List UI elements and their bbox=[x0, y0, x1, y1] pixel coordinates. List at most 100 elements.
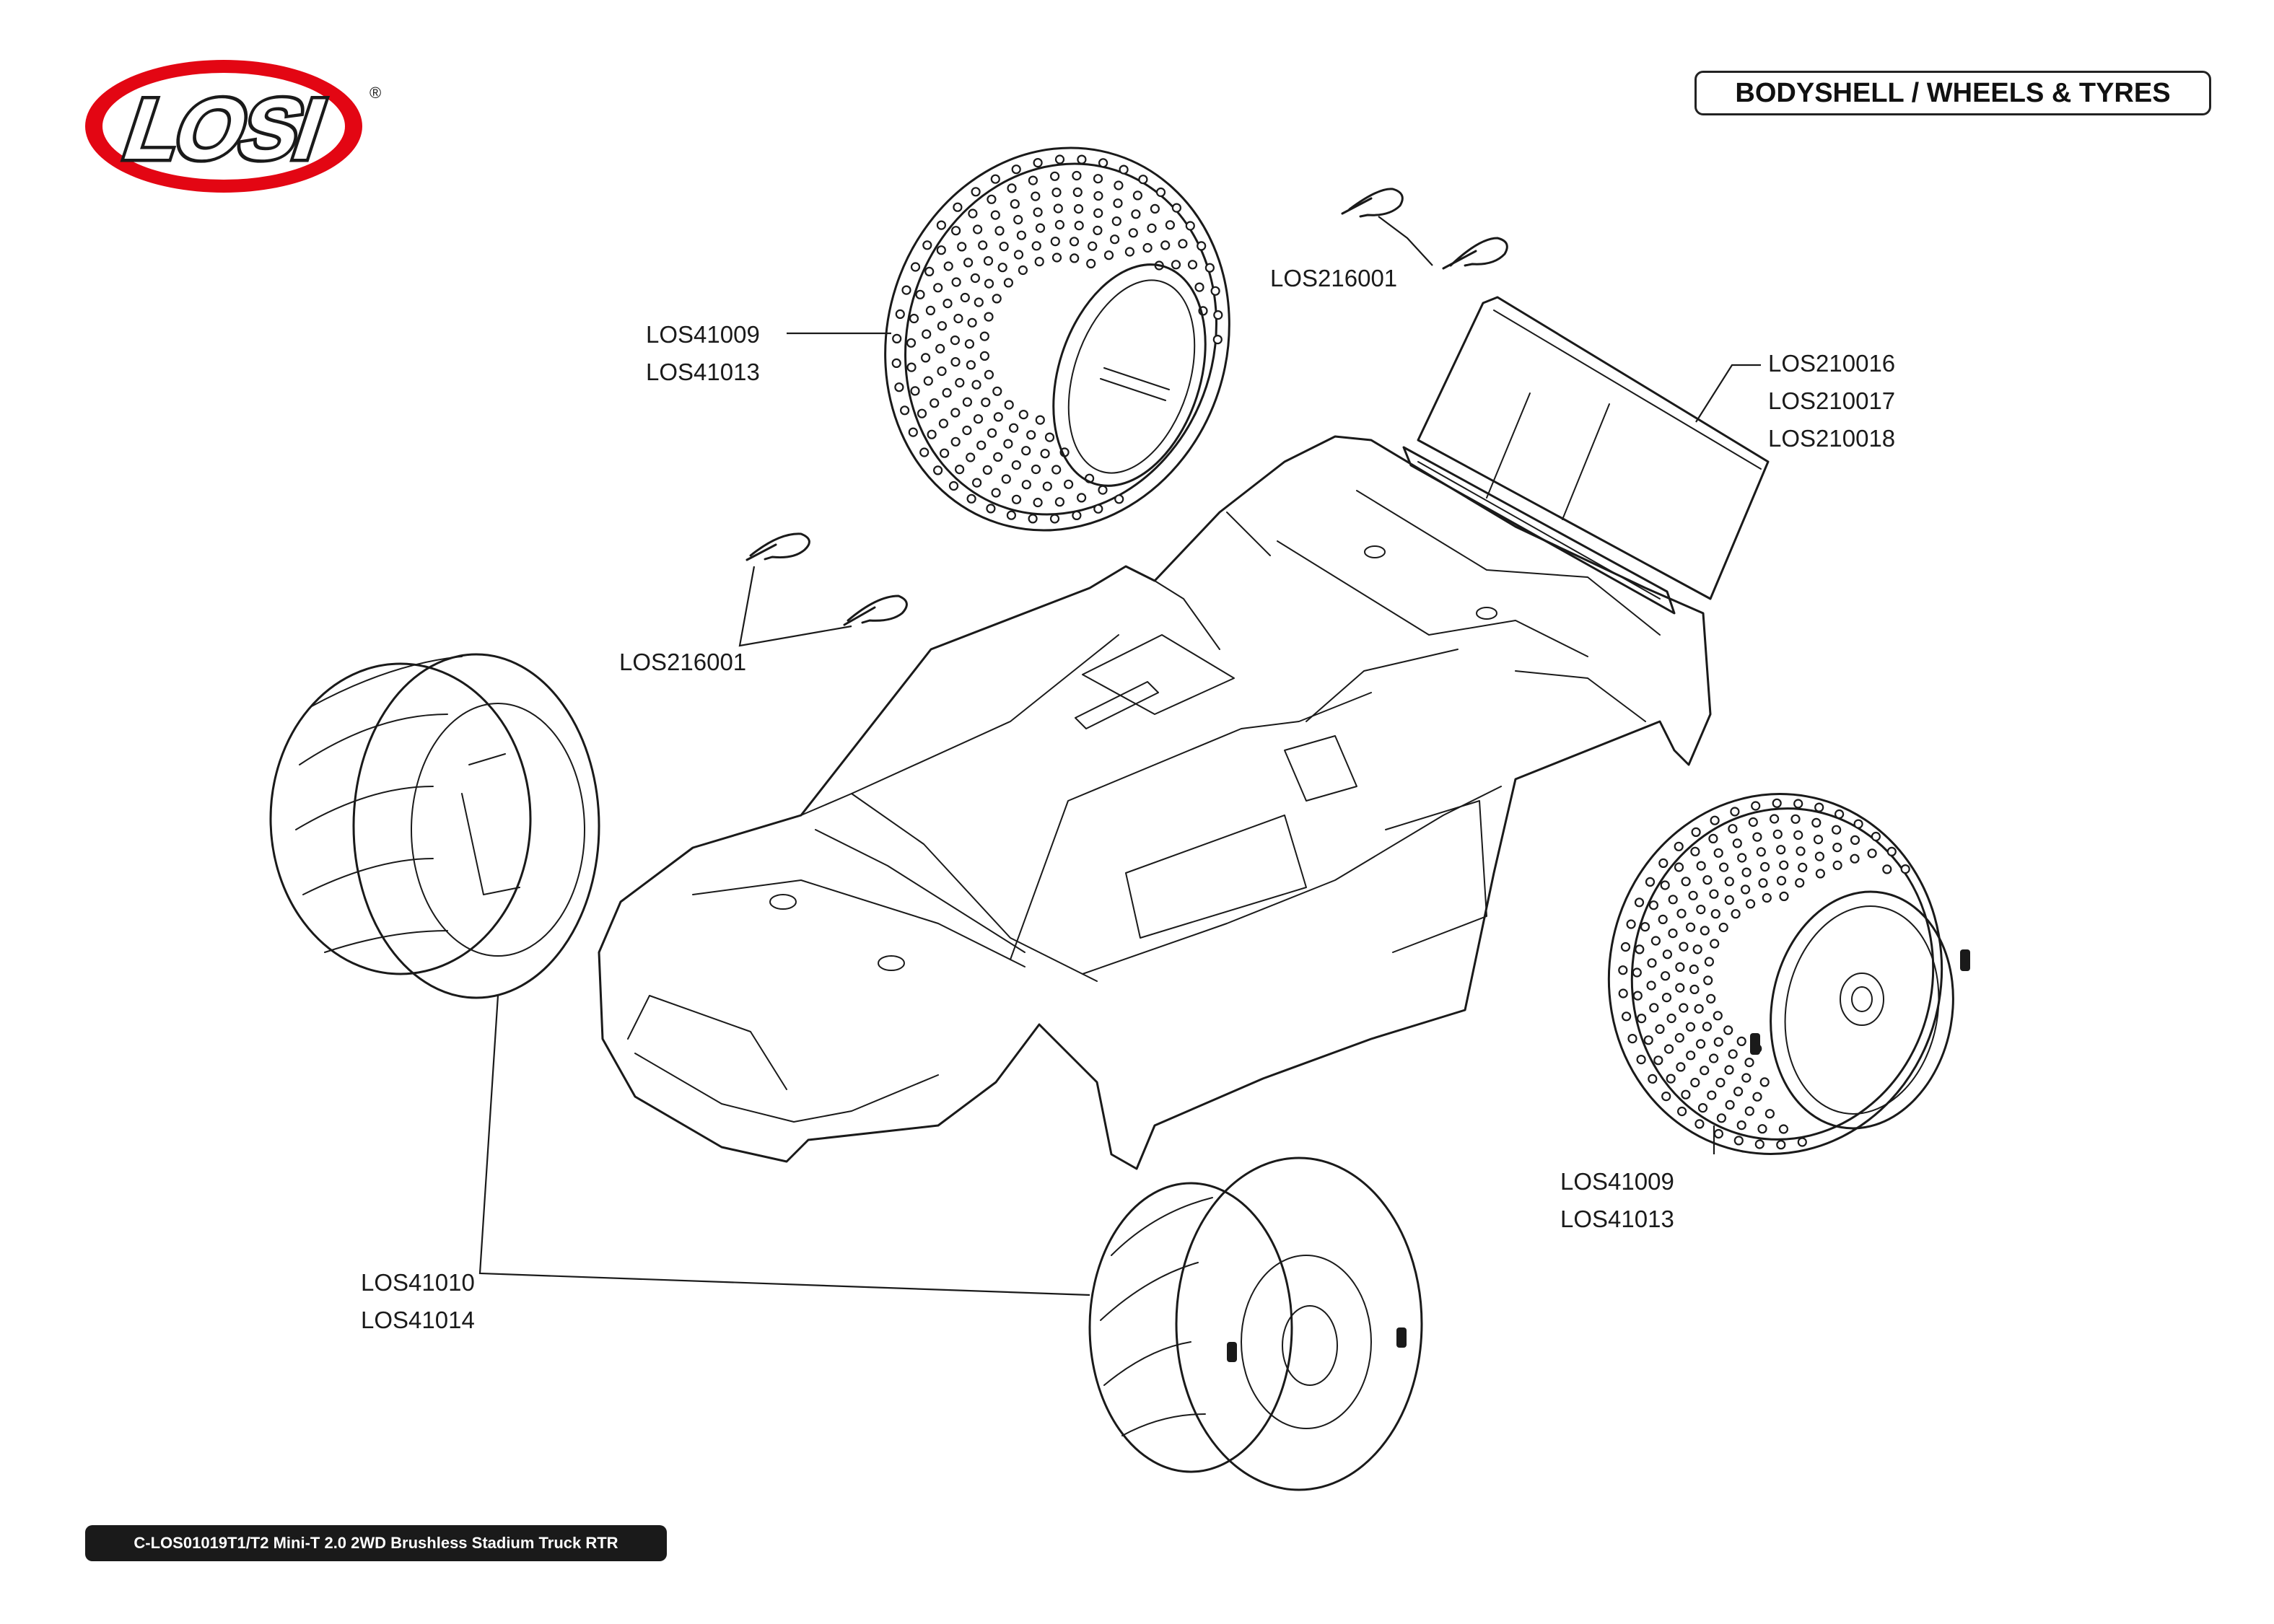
tyre-spike bbox=[993, 452, 1003, 462]
tyre-spike bbox=[1867, 848, 1877, 859]
tyre-spike bbox=[1871, 831, 1881, 842]
tyre-spike bbox=[1171, 260, 1181, 270]
tyre-spike bbox=[920, 353, 931, 363]
tyre-spike bbox=[1650, 936, 1661, 946]
rear-tyre-right bbox=[1607, 793, 1970, 1155]
tyre-spike bbox=[1197, 241, 1207, 251]
tyre-spike bbox=[1718, 922, 1728, 933]
tyre-spike bbox=[1834, 809, 1845, 820]
tyre-spike bbox=[991, 488, 1001, 498]
tyre-spike bbox=[1204, 263, 1215, 273]
tyre-spike bbox=[1622, 1011, 1632, 1022]
tyre-spike bbox=[895, 309, 905, 319]
tyre-spike bbox=[1736, 1120, 1746, 1131]
tyre-spike bbox=[950, 408, 961, 418]
tyre-spike bbox=[1725, 1100, 1735, 1110]
tyre-spike bbox=[1119, 164, 1129, 175]
tyre-spike bbox=[987, 194, 997, 204]
tyre-spike bbox=[1093, 504, 1103, 514]
page-title: BODYSHELL / WHEELS & TYRES bbox=[1694, 71, 2211, 115]
tyre-spike bbox=[1658, 914, 1668, 925]
body-clips-top bbox=[1341, 188, 1508, 270]
tyre-spike bbox=[1054, 154, 1065, 164]
tyre-spike bbox=[1814, 851, 1824, 861]
tyre-spike bbox=[1758, 878, 1768, 888]
tyre-spike bbox=[955, 377, 965, 388]
tyre-spike bbox=[1620, 942, 1631, 952]
tyre-spike bbox=[973, 414, 984, 424]
tyre-spike bbox=[1051, 465, 1062, 475]
front-tyre-right bbox=[1088, 1156, 1423, 1491]
tyre-spike bbox=[1732, 838, 1742, 848]
tyre-spike bbox=[971, 379, 981, 390]
tyre-spike bbox=[1697, 1102, 1708, 1113]
tyre-spike bbox=[966, 493, 976, 504]
tyre-spike bbox=[1647, 958, 1657, 968]
tyre-spike bbox=[1643, 1035, 1653, 1045]
tyre-spike bbox=[1033, 497, 1043, 508]
tyre-spike bbox=[1737, 853, 1747, 863]
tyre-spike bbox=[1772, 798, 1782, 808]
tyre-spike bbox=[943, 261, 953, 271]
part-number: LOS41013 bbox=[1560, 1206, 1674, 1232]
tyre-spike bbox=[982, 465, 992, 475]
tyre-spike bbox=[1661, 1091, 1671, 1102]
tyre-spike bbox=[943, 299, 953, 309]
tyre-spike bbox=[910, 262, 921, 272]
tyre-spike bbox=[971, 478, 982, 488]
tyre-spike bbox=[948, 480, 959, 491]
tyre-spike bbox=[1050, 237, 1060, 247]
body-shell bbox=[598, 435, 1712, 1170]
tyre-spike bbox=[1666, 1074, 1676, 1084]
callout-body-clips-left: LOS216001 bbox=[619, 644, 746, 681]
tyre-spike bbox=[1114, 494, 1124, 504]
tyre-spike bbox=[1648, 900, 1658, 910]
tyre-spike bbox=[1042, 481, 1052, 491]
tyre-spike bbox=[1634, 897, 1645, 908]
tyre-spike bbox=[923, 376, 933, 386]
tyre-spike bbox=[1111, 216, 1121, 227]
tyre-spike bbox=[1708, 833, 1718, 844]
tyre-spike bbox=[1640, 921, 1650, 932]
tyre-spike bbox=[1675, 962, 1685, 973]
callout-wing: LOS210016 LOS210017 LOS210018 bbox=[1768, 345, 1895, 457]
tyre-spike bbox=[1160, 240, 1171, 250]
tyre-spike bbox=[1748, 817, 1758, 828]
tyre-spike bbox=[1051, 253, 1062, 263]
tyre-spike bbox=[1696, 904, 1706, 915]
tyre-spike bbox=[1077, 154, 1087, 164]
tyre-spike bbox=[1741, 885, 1751, 895]
tyre-spike bbox=[1033, 158, 1043, 168]
tyre-spike bbox=[1093, 190, 1103, 201]
tyre-spike bbox=[1011, 460, 1021, 470]
tyre-spike bbox=[1776, 845, 1786, 855]
tyre-spike bbox=[1063, 479, 1074, 489]
tyre-spike bbox=[1692, 944, 1702, 954]
tyre-spike bbox=[1676, 908, 1687, 918]
tyre-spike bbox=[1124, 247, 1135, 257]
tyre-spike bbox=[1655, 1024, 1665, 1035]
tyre-spike bbox=[937, 321, 948, 331]
tyre-spike bbox=[1054, 219, 1065, 230]
tyre-spike bbox=[1646, 980, 1656, 991]
tyre-spike bbox=[1011, 494, 1022, 504]
tyre-spike bbox=[1072, 510, 1082, 521]
tyre-spike bbox=[1741, 1073, 1752, 1083]
tyre-spike bbox=[1648, 1074, 1658, 1084]
tyre-spike bbox=[1696, 861, 1706, 871]
tyre-spike bbox=[981, 397, 991, 408]
tyre-spike bbox=[1653, 1055, 1663, 1066]
tyre-spike bbox=[1028, 514, 1038, 524]
tyre-spike bbox=[1730, 807, 1740, 817]
tyre-spike bbox=[1016, 230, 1027, 240]
tyre-spike bbox=[1187, 260, 1198, 270]
tyre-spike bbox=[1021, 480, 1031, 490]
tyre-spike bbox=[1661, 992, 1672, 1003]
tyre-spike bbox=[990, 174, 1000, 184]
tyre-spike bbox=[1736, 1036, 1746, 1047]
tyre-spike bbox=[1776, 1140, 1786, 1150]
tyre-spike bbox=[997, 263, 1007, 273]
tyre-spike bbox=[1114, 180, 1124, 190]
tyre-spike bbox=[1093, 174, 1103, 184]
tyre-spike bbox=[1770, 814, 1780, 824]
